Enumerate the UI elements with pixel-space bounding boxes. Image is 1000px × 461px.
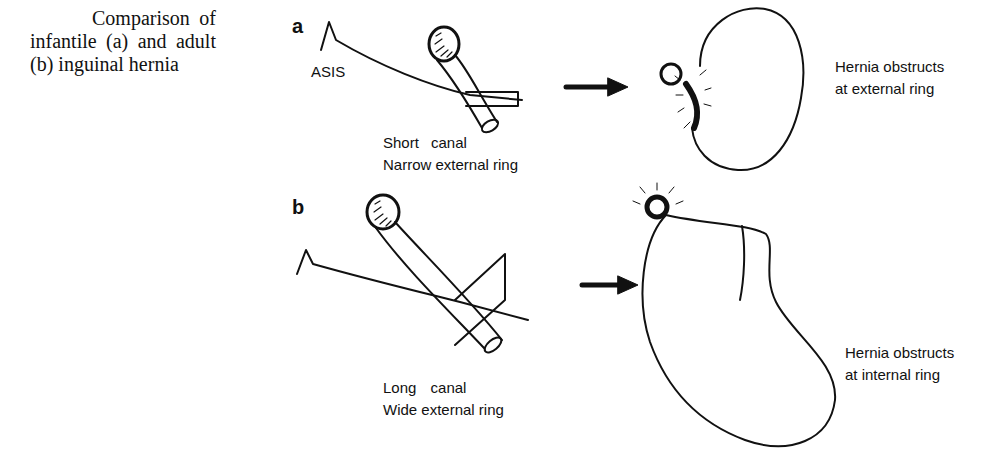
arrow-head xyxy=(618,276,638,294)
ring-hatch xyxy=(435,33,452,57)
obstruction-neck xyxy=(686,84,697,128)
arrow-shaft xyxy=(582,283,622,288)
internal-ring xyxy=(661,64,681,84)
canal-tube xyxy=(437,60,482,128)
arrow-head xyxy=(608,78,628,96)
canal-exit xyxy=(482,335,504,356)
external-ring xyxy=(455,254,505,345)
canal-exit xyxy=(480,117,501,135)
hernia-sac xyxy=(643,215,836,446)
ring-hatch xyxy=(374,201,391,226)
result-note: Hernia obstructs at internal ring xyxy=(845,342,963,386)
asis-spine xyxy=(321,22,522,100)
canal-tube xyxy=(455,55,497,122)
panel-letter: a xyxy=(292,15,303,37)
pressure-marks xyxy=(633,183,683,204)
external-ring xyxy=(466,92,518,106)
sac-fold xyxy=(740,226,744,300)
panel-note: Short canal Narrow external ring xyxy=(383,132,521,176)
arrow-shaft xyxy=(566,85,612,90)
panel-letter: b xyxy=(292,196,304,218)
internal-ring xyxy=(647,197,667,217)
canal-tube xyxy=(395,222,502,340)
internal-ring xyxy=(367,195,399,229)
panel-note: Long canal Wide external ring xyxy=(383,377,507,421)
pressure-marks xyxy=(675,70,711,128)
canal-tube xyxy=(376,228,484,348)
result-note: Hernia obstructs at external ring xyxy=(835,56,953,100)
landmark-label: ASIS xyxy=(311,61,345,83)
figure-caption: Comparison of infantile (a) and adult (b… xyxy=(30,7,216,76)
